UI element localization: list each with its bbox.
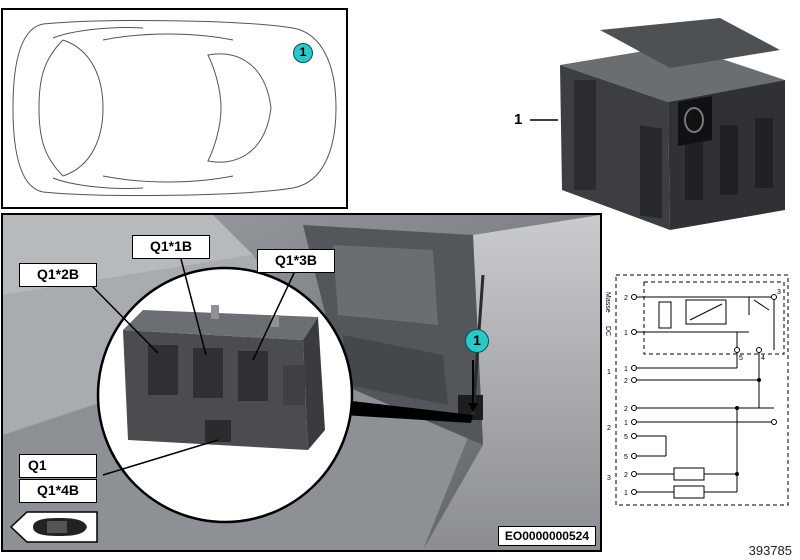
label-q1-1b: Q1*1B: [132, 235, 210, 259]
circuit-schematic: Masse DC 2 1 3 5 4 1 2 2 1 5 5 2 1 1 2 3: [604, 274, 789, 506]
label-q1: Q1: [19, 454, 97, 478]
terminal-number: 4: [761, 355, 765, 362]
terminal-number: 5: [739, 355, 743, 362]
part-number-label: 1: [514, 111, 523, 128]
terminal-number: 5: [624, 434, 628, 441]
image-id: 393785: [748, 543, 792, 558]
terminal-number: 2: [624, 295, 628, 302]
back-arrow-car-icon[interactable]: [9, 510, 99, 544]
schematic-label-masse: Masse: [604, 292, 611, 313]
group-label: 1: [607, 369, 611, 376]
locator-panel: 1: [1, 8, 348, 209]
terminal-number: 2: [624, 472, 628, 479]
terminal-number: 1: [624, 490, 628, 497]
group-label: 2: [607, 425, 611, 432]
callout-marker: 1: [293, 43, 313, 63]
terminal-number: 5: [624, 454, 628, 461]
installation-photo: Q1*2B Q1*1B Q1*3B Q1 Q1*4B 1 EO000000052…: [1, 213, 602, 552]
label-q1-2b: Q1*2B: [19, 263, 97, 287]
label-q1-4b: Q1*4B: [19, 479, 97, 503]
label-q1-3b: Q1*3B: [257, 249, 335, 273]
callout-marker-photo: 1: [465, 329, 489, 353]
schematic-label-dc: DC: [604, 326, 611, 336]
terminal-number: 1: [624, 330, 628, 337]
group-label: 3: [607, 475, 611, 482]
document-code: EO0000000524: [497, 526, 596, 546]
terminal-number: 2: [624, 406, 628, 413]
terminal-number: 3: [777, 289, 781, 296]
relay-part-illustration: [530, 18, 785, 230]
terminal-number: 1: [624, 366, 628, 373]
terminal-number: 1: [624, 420, 628, 427]
terminal-number: 2: [624, 378, 628, 385]
car-outline-top-view: [12, 20, 337, 196]
